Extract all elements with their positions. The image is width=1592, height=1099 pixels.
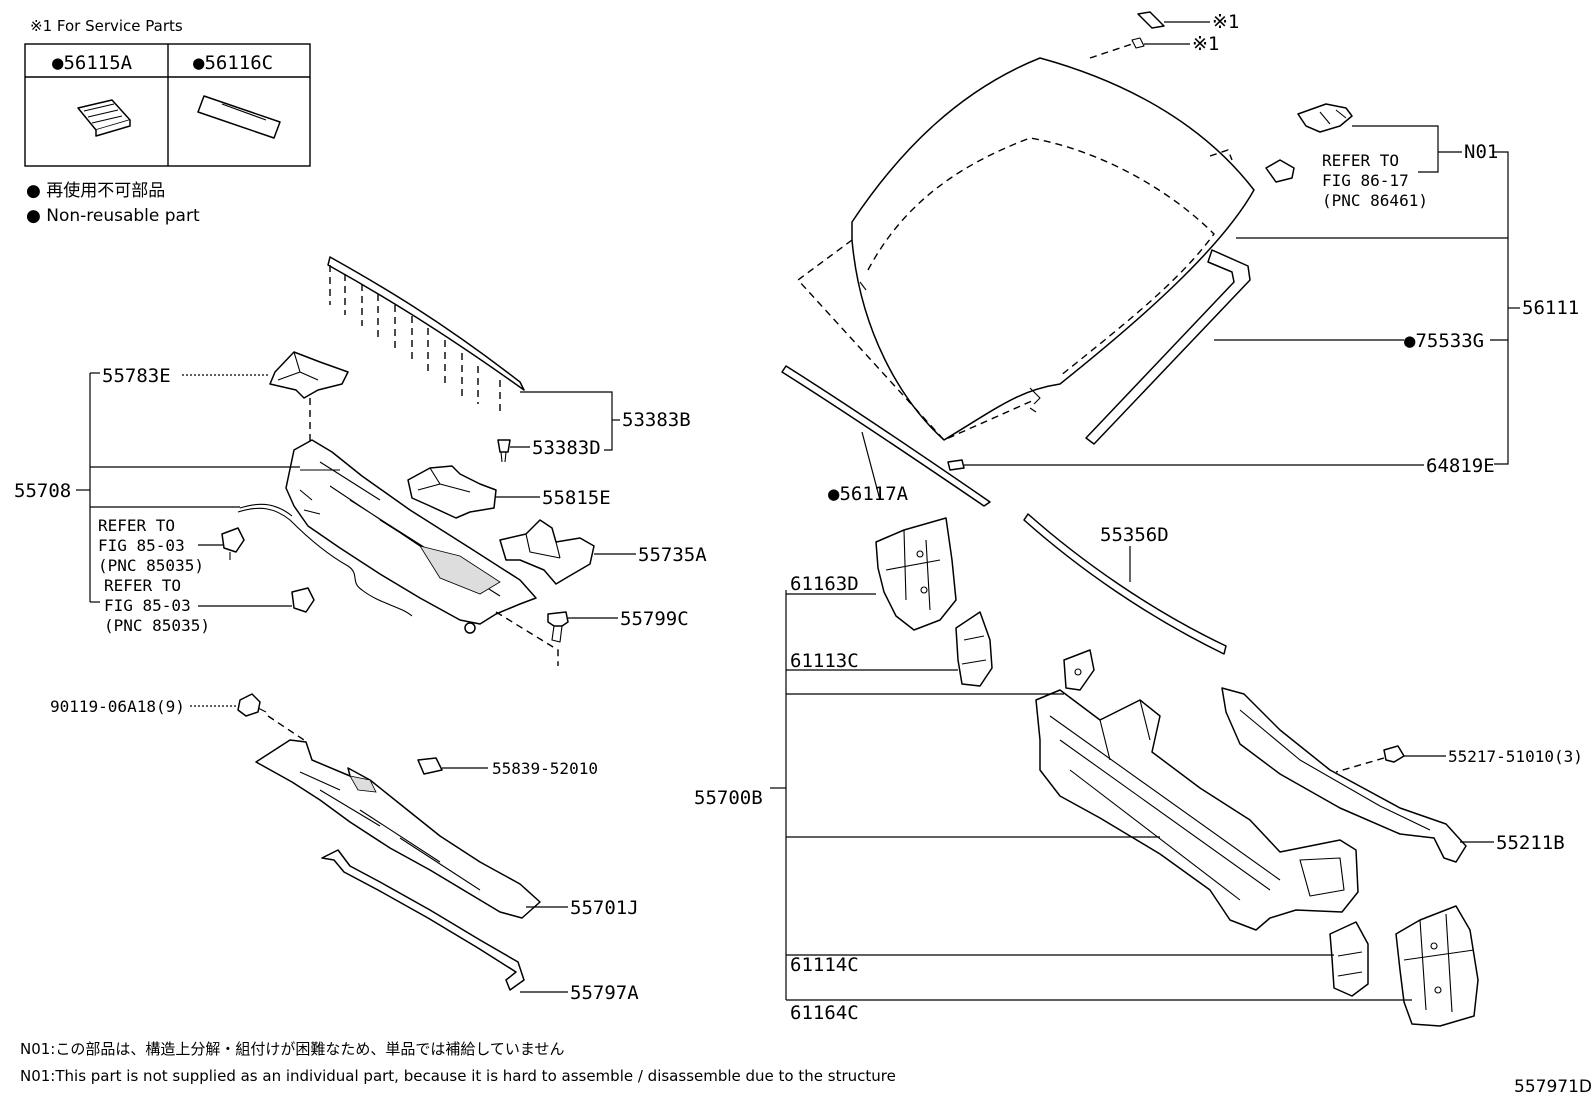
legend-jp: ● 再使用不可部品	[26, 180, 165, 201]
clip-64819E	[947, 459, 965, 471]
left-leaders	[76, 372, 636, 993]
label-55839: 55839-52010	[492, 759, 598, 778]
label-55700B: 55700B	[694, 787, 763, 809]
bracket-55783E	[269, 351, 349, 450]
label-star1a: ※1	[1212, 11, 1239, 33]
bracket-61114C	[1329, 921, 1369, 997]
label-53383D: 53383D	[532, 437, 601, 459]
washer-nozzle-lower	[291, 587, 315, 613]
cowl-inner-55701J	[255, 739, 541, 919]
clip-55217	[1335, 745, 1405, 773]
strip-56116C-icon	[197, 95, 281, 139]
ref2-line1: REFER TO	[104, 576, 181, 595]
seal-strip-53383B	[327, 256, 525, 414]
label-64819E: 64819E	[1426, 455, 1495, 477]
label-55211B: 55211B	[1496, 832, 1565, 854]
label-55797A: 55797A	[570, 982, 639, 1004]
clip-53383D	[497, 439, 511, 463]
ref1-line3: (PNC 85035)	[98, 556, 204, 575]
service-parts-note: ※1 For Service Parts	[30, 17, 183, 35]
label-61114C: 61114C	[790, 954, 859, 976]
windshield-glass-56111	[796, 43, 1255, 441]
label-61164C: 61164C	[790, 1002, 859, 1024]
bracket-N01-upper	[1297, 103, 1353, 133]
pad-55839	[417, 757, 443, 775]
refN01-line3: (PNC 86461)	[1322, 191, 1428, 210]
label-56117A: ●56117A	[828, 483, 909, 505]
bolt-90119	[237, 693, 305, 741]
label-55217: 55217-51010(3)	[1448, 747, 1583, 766]
service-part-56115A: ●56115A	[52, 52, 133, 74]
part-55815E	[407, 465, 497, 519]
label-90119: 90119-06A18(9)	[50, 697, 185, 716]
part-55735A	[499, 519, 595, 585]
legend-en: ● Non-reusable part	[26, 206, 200, 226]
seal-55797A	[321, 849, 525, 991]
service-part-56116C: ●56116C	[193, 52, 273, 74]
label-55356D: 55356D	[1100, 524, 1169, 546]
service-strip-top	[1131, 11, 1210, 49]
bracket-61113C	[955, 611, 993, 687]
label-55701J: 55701J	[570, 897, 639, 919]
footer-n01-jp: N01:この部品は、構造上分解・組付けが困難なため、単品では補給していません	[20, 1040, 564, 1058]
refN01-line1: REFER TO	[1322, 151, 1399, 170]
label-55815E: 55815E	[542, 487, 611, 509]
label-61163D: 61163D	[790, 573, 859, 595]
label-N01: N01	[1464, 141, 1498, 163]
seal-55356D	[1023, 513, 1227, 655]
refN01-line2: FIG 86-17	[1322, 171, 1409, 190]
ref2-line3: (PNC 85035)	[104, 616, 210, 635]
ref1-line1: REFER TO	[98, 516, 175, 535]
washer-hose	[237, 507, 413, 617]
pillar-61164C	[1395, 905, 1479, 1027]
bracket-upper-mount	[1063, 649, 1095, 691]
service-parts-table: ●56115A ●56116C	[24, 43, 311, 167]
label-53383B: 53383B	[622, 409, 691, 431]
washer-hose-inner	[239, 503, 293, 517]
molding-56117A	[781, 365, 991, 507]
label-star1b: ※1	[1192, 33, 1219, 55]
diagram-code: 557971D	[1514, 1077, 1592, 1097]
washer-nozzle-upper	[221, 527, 245, 560]
ref1-line2: FIG 85-03	[98, 536, 185, 555]
footer-n01-en: N01:This part is not supplied as an indi…	[20, 1067, 896, 1085]
cowl-top-55700B	[1035, 689, 1359, 931]
label-75533G: ●75533G	[1404, 330, 1484, 352]
right-leaders	[770, 125, 1520, 1001]
label-56111: 56111	[1522, 297, 1579, 319]
clip-55799C	[495, 611, 569, 666]
molding-75533G	[1085, 249, 1251, 445]
pillar-61163D	[875, 517, 957, 631]
clip-56115A-icon	[77, 99, 131, 137]
label-55799C: 55799C	[620, 608, 689, 630]
label-61113C: 61113C	[790, 650, 859, 672]
bracket-N01-lower	[1265, 159, 1295, 183]
label-55708: 55708	[14, 480, 71, 502]
ref2-line2: FIG 85-03	[104, 596, 191, 615]
cowl-panel-55708	[285, 439, 537, 634]
label-55735A: 55735A	[638, 544, 707, 566]
label-55783E: 55783E	[102, 365, 171, 387]
seal-55211B	[1221, 687, 1467, 863]
